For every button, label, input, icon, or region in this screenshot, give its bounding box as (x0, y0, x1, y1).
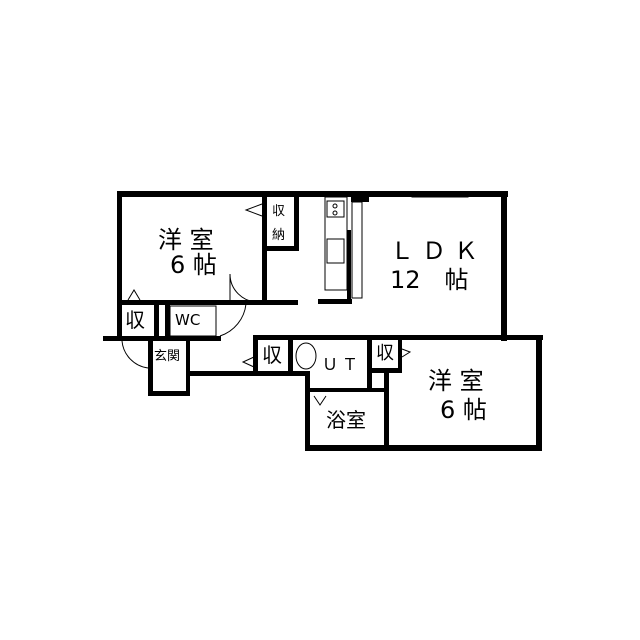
wall-hall-storage-right (288, 338, 293, 376)
storage-right-label: 収 (376, 343, 394, 364)
window (536, 367, 541, 421)
burner-icon (332, 203, 338, 209)
bedroom-door-swing (229, 273, 259, 303)
wall-ut-right (367, 340, 372, 392)
door-marker-icon (401, 348, 412, 358)
wall-hall-storage-left (253, 335, 258, 375)
wall-lower-left (103, 336, 221, 341)
wall-bedroom1-bottom (118, 300, 298, 305)
utility-label: ＵＴ (322, 355, 363, 374)
door-marker-icon (127, 289, 141, 301)
entrance-door-swing (121, 340, 149, 369)
wall-storage-right-bottom (372, 368, 402, 373)
wall-bedroom2-left (384, 372, 389, 451)
washbasin-icon (295, 342, 317, 370)
ldk-size: 12 帖 (390, 266, 469, 294)
wall-left (117, 191, 122, 341)
door-marker-icon (241, 356, 255, 368)
door-marker-icon (313, 395, 327, 406)
wall-storage-right-side (398, 340, 402, 373)
storage-left-label: 収 (125, 308, 145, 332)
wall-closet-right (294, 191, 299, 251)
wall-closet-bottom (262, 246, 298, 251)
wall-entrance-left (148, 341, 153, 396)
bath-label: 浴室 (326, 408, 366, 432)
stove-icon (326, 200, 345, 218)
burner-icon (332, 210, 338, 216)
bedroom-1-size: 6 帖 (170, 251, 217, 279)
wc-box (169, 305, 217, 337)
entrance-label: 玄関 (154, 349, 181, 364)
bedroom-2-name: 洋 室 (428, 367, 484, 395)
window (117, 229, 122, 291)
door-marker-icon (244, 203, 263, 217)
wall-kitchen-stub (318, 299, 352, 304)
wall-wc-left (165, 303, 170, 338)
window (502, 217, 507, 291)
ldk-name: ＬＤＫ (390, 237, 486, 265)
bedroom-2-size: 6 帖 (440, 396, 487, 424)
wall-kitchen (347, 230, 351, 304)
storage-hall-label: 収 (262, 343, 282, 367)
closet-label: 収納 (272, 204, 286, 243)
wall-storage-left (117, 302, 122, 340)
kitchen-counter (324, 196, 348, 291)
wall-storage-right (154, 303, 159, 338)
wall-entrance-right (186, 341, 190, 396)
sink-icon (326, 238, 345, 264)
wall-entrance-bottom (148, 391, 190, 396)
wall-bath-left (305, 372, 310, 451)
wall-bath-top (305, 388, 388, 392)
wall-hall-bottom (188, 371, 310, 376)
wall-ldk-right (501, 191, 507, 341)
wall-right-bedroom (536, 335, 542, 451)
kitchen-counter-edge (351, 201, 363, 299)
bedroom-1-name: 洋 室 (158, 226, 214, 254)
wc-label: WC (175, 311, 201, 329)
wall-top (118, 191, 508, 197)
window (411, 193, 469, 198)
wall-kitchen-top (351, 196, 369, 202)
wall-mid (253, 335, 543, 340)
wc-door-swing (219, 303, 247, 337)
window (411, 335, 479, 340)
wall-bottom (305, 445, 542, 451)
